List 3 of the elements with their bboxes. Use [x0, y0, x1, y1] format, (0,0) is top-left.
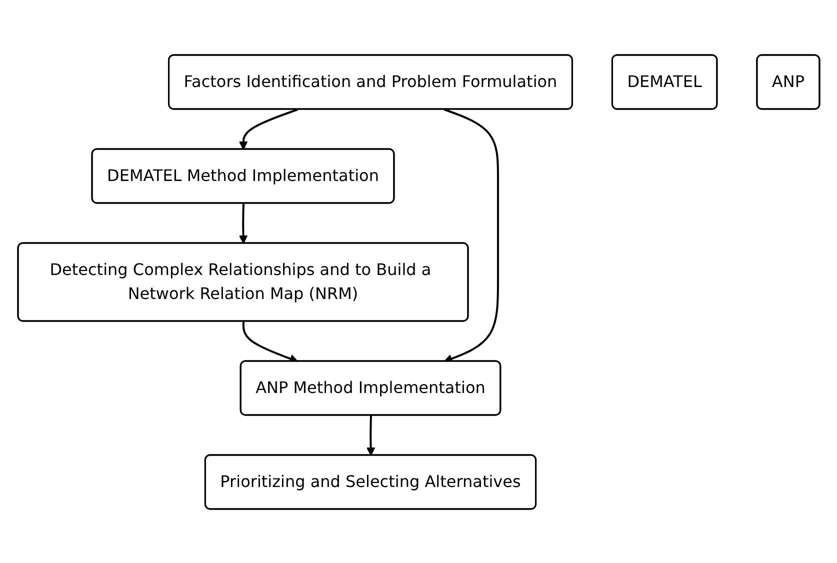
arrow [366, 414, 375, 456]
arrow [238, 202, 248, 244]
arrow [238, 108, 298, 150]
